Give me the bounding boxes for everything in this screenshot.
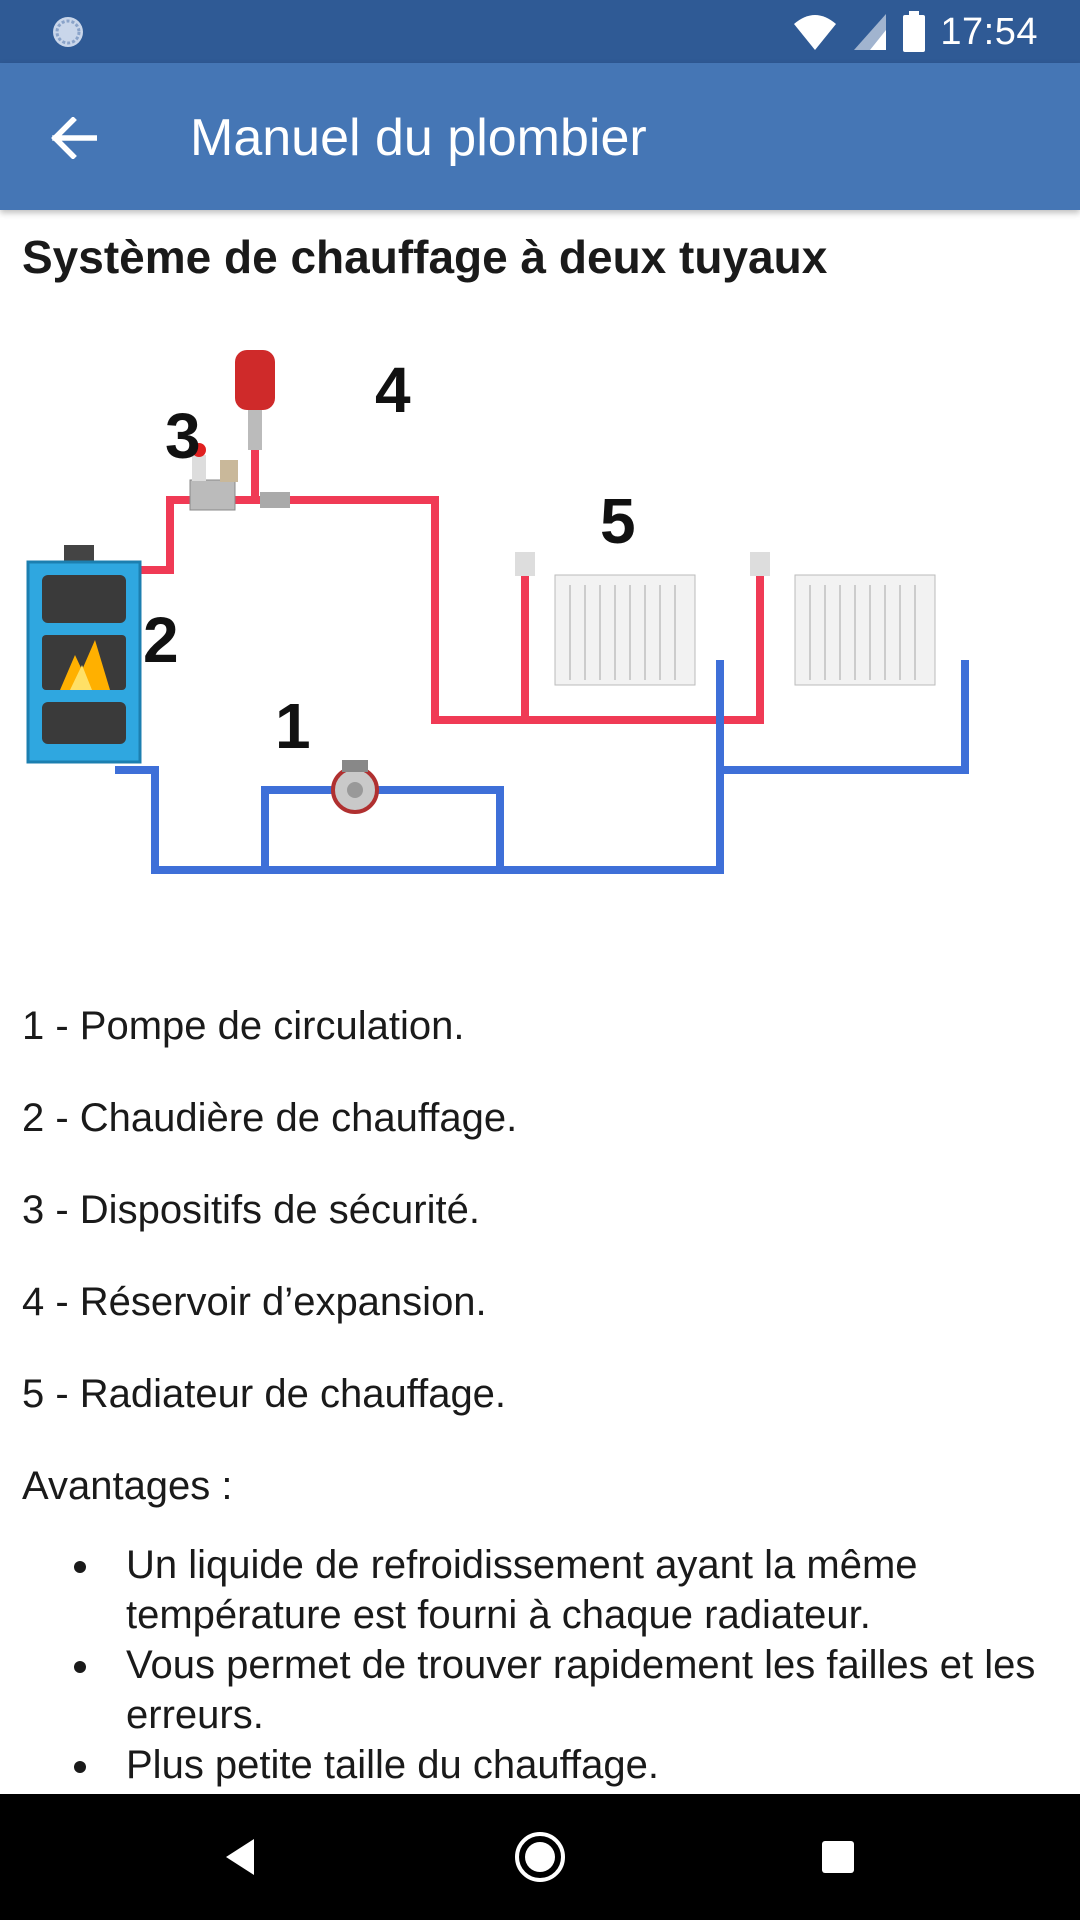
advantages-heading: Avantages : bbox=[22, 1464, 233, 1508]
status-time: 17:54 bbox=[940, 10, 1038, 53]
legend-list: 1 - Pompe de circulation. 2 - Chaudière … bbox=[22, 980, 1062, 1532]
navigation-bar bbox=[0, 1794, 1080, 1920]
radiator-icon bbox=[515, 552, 696, 686]
back-triangle-icon bbox=[226, 1839, 254, 1875]
back-button[interactable] bbox=[36, 103, 112, 173]
radiator-icon bbox=[750, 552, 936, 686]
legend-item: 5 - Radiateur de chauffage. bbox=[22, 1372, 507, 1416]
status-bar: 17:54 bbox=[0, 0, 1080, 63]
pump-icon bbox=[331, 760, 379, 814]
boiler-icon bbox=[26, 545, 142, 764]
page-title: Système de chauffage à deux tuyaux bbox=[22, 231, 828, 283]
diagram-label-3: 3 bbox=[165, 400, 201, 472]
app-bar: Manuel du plombier bbox=[0, 63, 1080, 210]
legend-item: 3 - Dispositifs de sécurité. bbox=[22, 1188, 480, 1232]
safety-group-icon bbox=[189, 443, 290, 511]
app-title: Manuel du plombier bbox=[190, 109, 647, 167]
legend-item: 1 - Pompe de circulation. bbox=[22, 1004, 465, 1048]
advantages-list: Un liquide de refroidissement ayant la m… bbox=[0, 1540, 1044, 1790]
nav-home-button[interactable] bbox=[505, 1822, 575, 1892]
list-item: Vous permet de trouver rapidement les fa… bbox=[104, 1640, 1044, 1740]
battery-icon bbox=[903, 11, 926, 52]
home-circle-icon bbox=[515, 1832, 565, 1882]
expansion-tank-icon bbox=[235, 350, 275, 450]
signal-icon bbox=[854, 14, 887, 50]
diagram-label-1: 1 bbox=[275, 690, 311, 762]
diagram-label-4: 4 bbox=[375, 354, 411, 426]
cold-pipes bbox=[115, 660, 969, 874]
diagram-label-5: 5 bbox=[600, 485, 636, 557]
legend-item: 2 - Chaudière de chauffage. bbox=[22, 1096, 518, 1140]
wifi-icon bbox=[794, 15, 837, 50]
list-item: Plus petite taille du chauffage. bbox=[104, 1740, 1044, 1790]
sync-icon bbox=[53, 17, 83, 47]
recents-square-icon bbox=[822, 1841, 854, 1873]
nav-recents-button[interactable] bbox=[803, 1822, 873, 1892]
article-content[interactable]: Système de chauffage à deux tuyaux bbox=[0, 210, 1080, 1794]
list-item: Un liquide de refroidissement ayant la m… bbox=[104, 1540, 1044, 1640]
arrow-back-icon bbox=[51, 117, 97, 159]
legend-item: 4 - Réservoir d’expansion. bbox=[22, 1280, 487, 1324]
heating-diagram: 1 2 3 4 5 bbox=[26, 350, 969, 874]
diagram-label-2: 2 bbox=[143, 604, 179, 676]
nav-back-button[interactable] bbox=[205, 1822, 275, 1892]
